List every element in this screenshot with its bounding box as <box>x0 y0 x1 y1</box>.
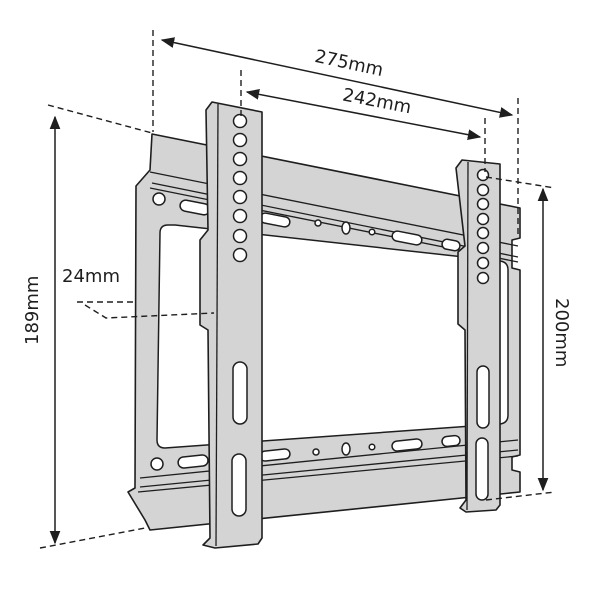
label-overall-width: 275mm <box>313 46 385 81</box>
label-hole-spacing-height: 200mm <box>551 298 572 367</box>
dimension-arrows <box>49 37 549 545</box>
bottom-rail-holes <box>150 434 461 471</box>
label-overall-height: 189mm <box>22 276 43 345</box>
top-rail-holes <box>152 192 461 252</box>
right-vertical-arm <box>455 159 501 513</box>
label-hole-spacing-width: 242mm <box>341 84 413 118</box>
label-depth: 24mm <box>62 266 120 287</box>
width-242-arrow <box>245 89 482 140</box>
right-arm-holes <box>475 168 490 501</box>
left-arm-holes <box>231 113 248 517</box>
left-vertical-arm <box>199 101 263 549</box>
extension-lines <box>39 30 556 549</box>
